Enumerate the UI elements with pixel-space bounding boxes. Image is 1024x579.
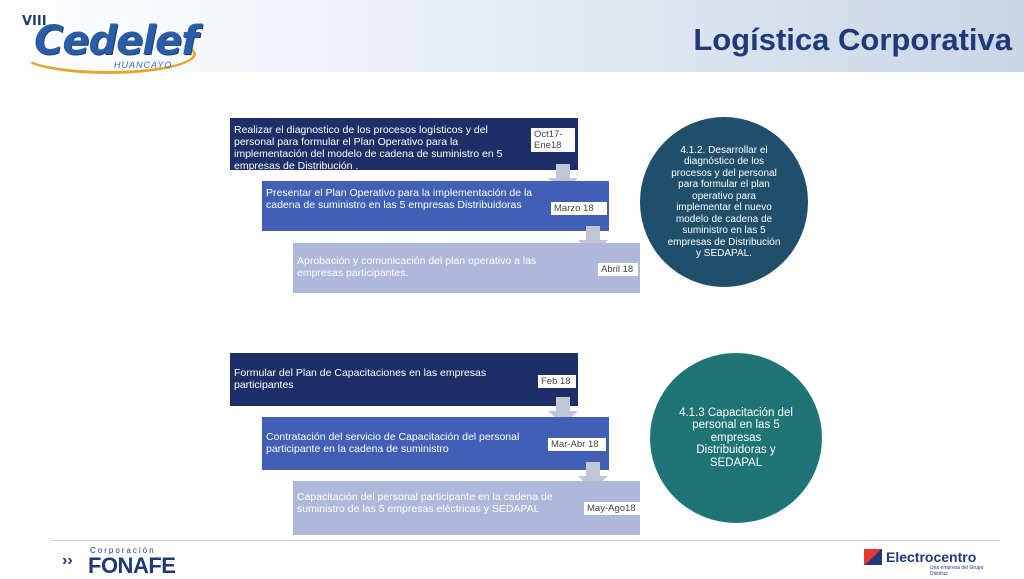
logo-prefix: VIII [22, 14, 47, 29]
process-step-g1-3: Aprobación y comunicación del plan opera… [293, 243, 640, 293]
objective-text: 4.1.2. Desarrollar el diagnóstico de los… [667, 144, 781, 260]
objective-circle-4-1-3: 4.1.3 Capacitación del personal en las 5… [650, 353, 822, 523]
electrocentro-name: Electrocentro [886, 549, 977, 565]
electrocentro-tagline: Una empresa del Grupo Distriluz [930, 565, 984, 577]
process-step-g2-3: Capacitación del personal participante e… [293, 481, 640, 535]
fonafe-logo: ›› Corporación FONAFE [62, 546, 202, 578]
step-text: Contratación del servicio de Capacitació… [266, 431, 520, 455]
step-date: Abril 18 [598, 263, 638, 276]
step-text: Aprobación y comunicación del plan opera… [297, 255, 537, 279]
page-title: Logística Corporativa [693, 22, 1012, 57]
electrocentro-mark-icon [864, 549, 882, 565]
step-date: May-Ago18 [584, 502, 640, 515]
electrocentro-logo: Electrocentro Una empresa del Grupo Dist… [846, 546, 996, 577]
process-step-g1-1: Realizar el diagnostico de los procesos … [230, 118, 578, 172]
chevron-right-icon: ›› [62, 552, 73, 569]
step-text: Presentar el Plan Operativo para la impl… [266, 187, 533, 211]
logo-name: Cedelef [34, 18, 198, 64]
fonafe-corp-label: Corporación [90, 546, 156, 555]
fonafe-name: FONAFE [88, 553, 176, 578]
step-text: Formular del Plan de Capacitaciones en l… [234, 367, 487, 391]
process-step-g2-1: Formular del Plan de Capacitaciones en l… [230, 353, 578, 406]
step-text: Capacitación del personal participante e… [297, 491, 553, 515]
step-date: Feb 18 [538, 375, 576, 388]
objective-text: 4.1.3 Capacitación del personal en las 5… [679, 406, 793, 469]
logo-swoosh [20, 34, 196, 74]
step-date: Mar-Abr 18 [548, 438, 606, 451]
step-text: Realizar el diagnostico de los procesos … [234, 124, 503, 172]
cedelef-logo: VIII Cedelef HUANCAYO [14, 4, 198, 74]
step-date: Marzo 18 [551, 202, 607, 215]
logo-subtitle: HUANCAYO [114, 60, 173, 70]
footer-divider [50, 540, 1000, 541]
objective-circle-4-1-2: 4.1.2. Desarrollar el diagnóstico de los… [640, 117, 808, 287]
step-date: Oct17-Ene18 [531, 128, 575, 152]
